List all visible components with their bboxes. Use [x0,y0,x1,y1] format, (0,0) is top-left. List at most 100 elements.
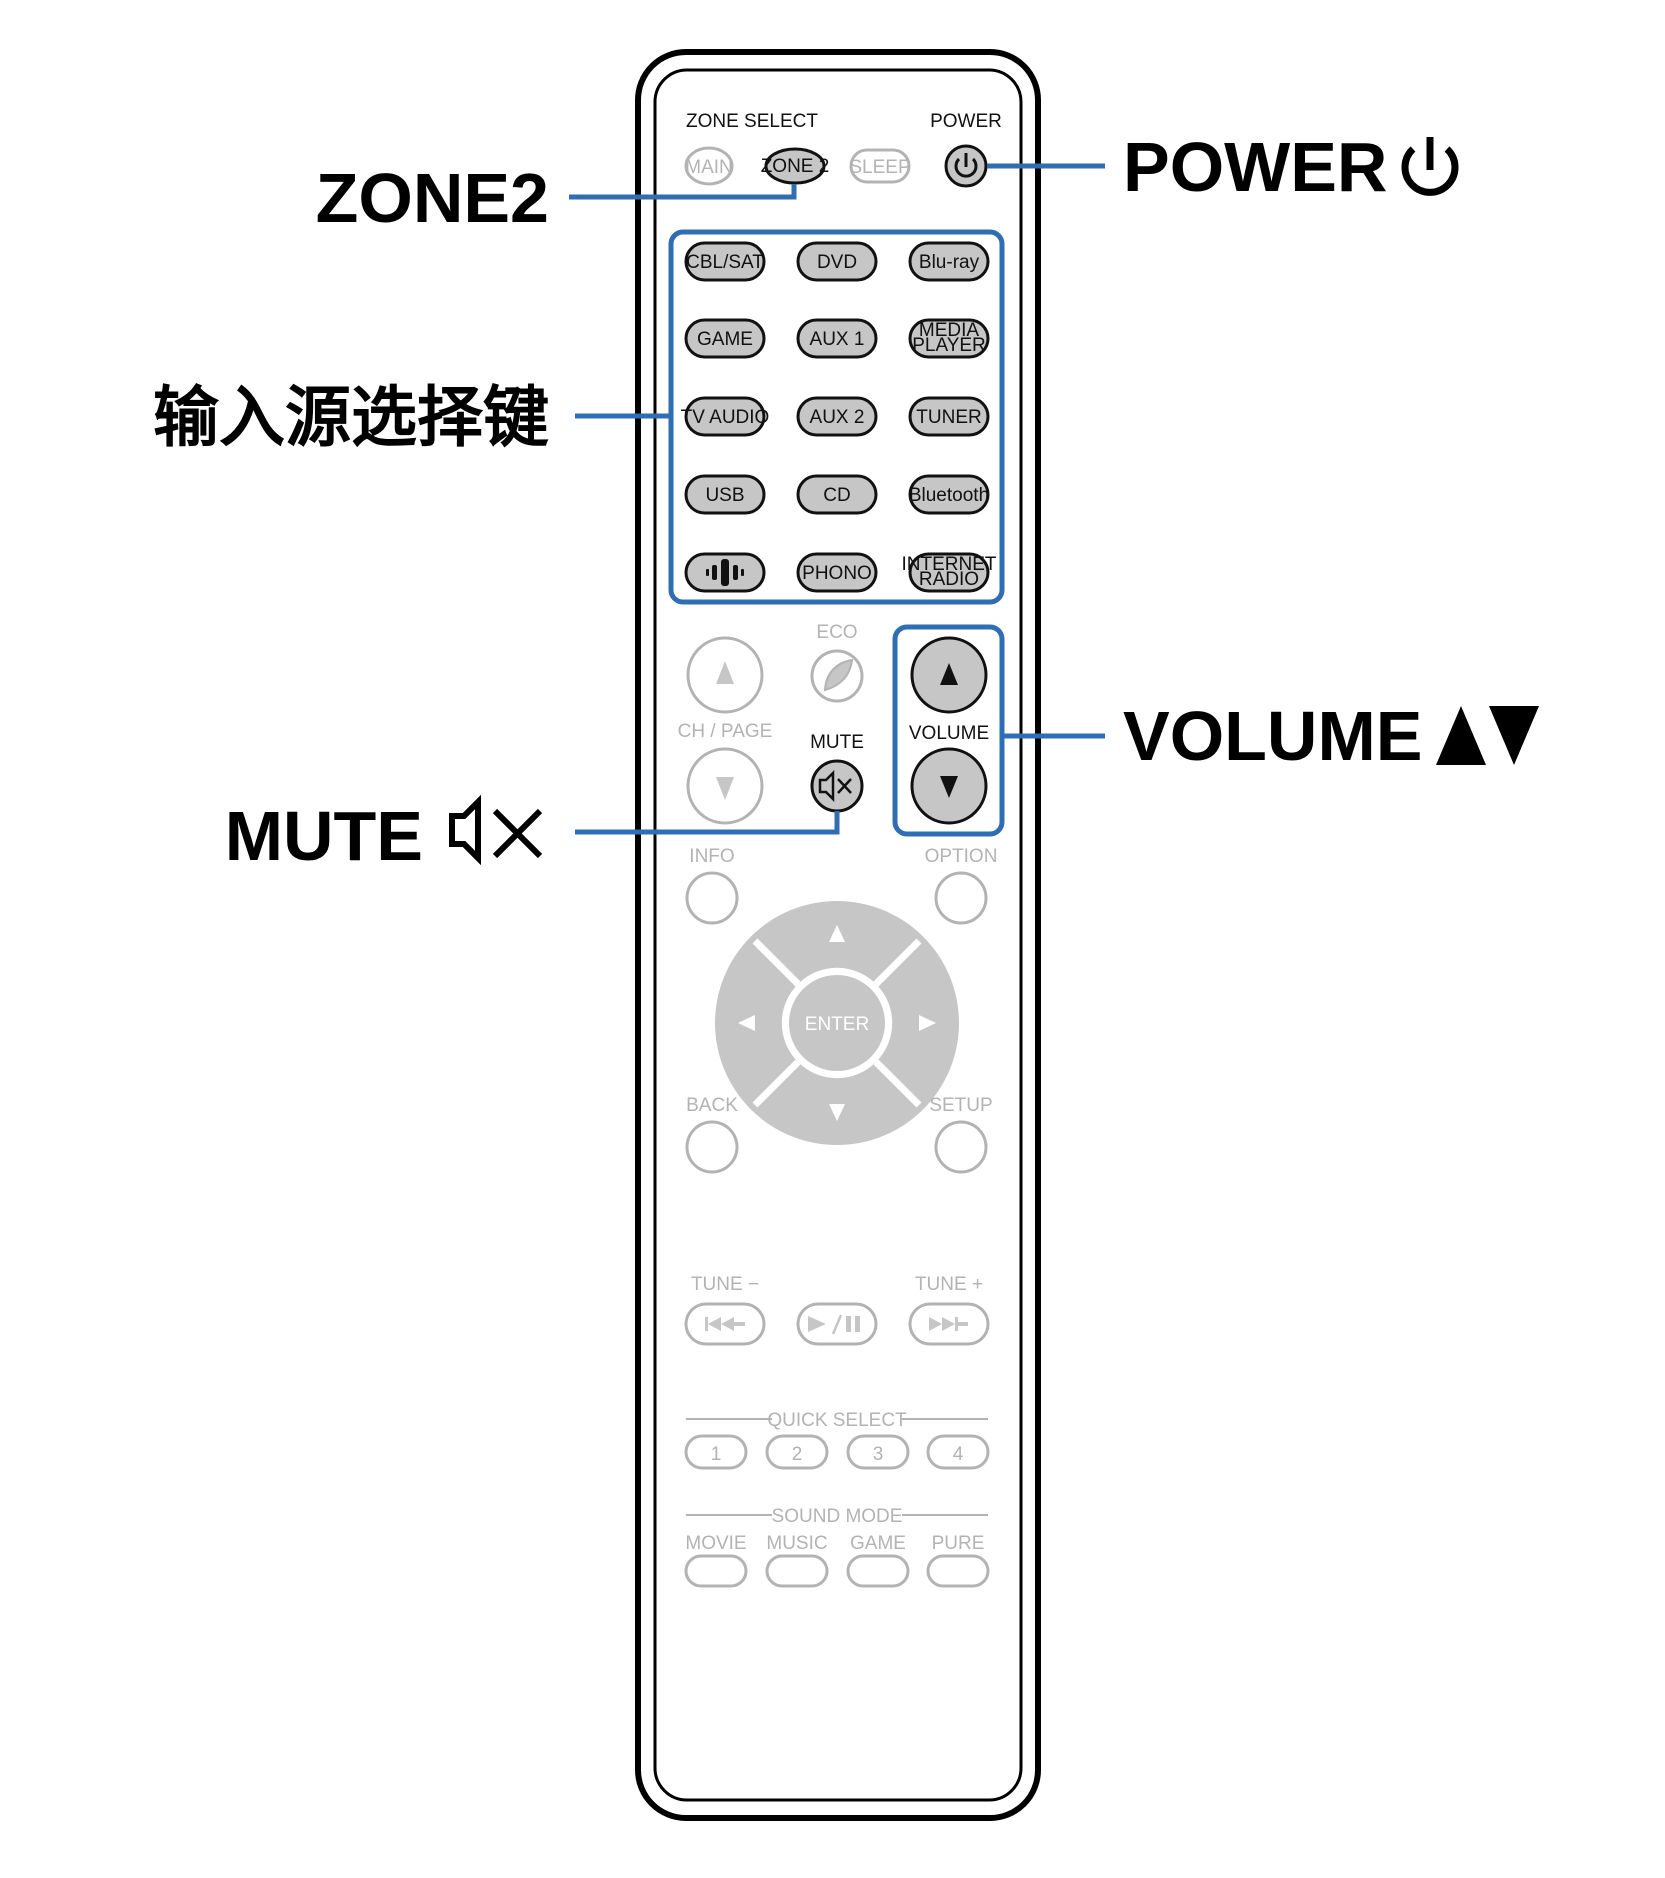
input-btn-tv-audio[interactable]: TV AUDIO [681,396,770,437]
sound-mode-movie-button[interactable] [684,1554,748,1588]
main-button[interactable]: MAIN [684,146,734,186]
quick-select-1-button[interactable]: 1 [684,1434,748,1470]
leader-lines [569,163,1105,835]
input-btn-label-line1: INTERNET [902,554,997,575]
volume-up-button[interactable] [910,636,988,714]
sound-mode-pure-label: PURE [932,1533,985,1554]
input-btn-label: TUNER [916,407,981,428]
sleep-button[interactable]: SLEEP [849,148,911,184]
power-callout: POWER [1123,128,1459,206]
quick-select-number: 3 [873,1444,884,1465]
quick-select-4-button[interactable]: 4 [926,1434,990,1470]
power-label: POWER [930,111,1002,132]
volume-up-arrow-icon [940,663,958,685]
sound-mode-pure-button[interactable] [926,1554,990,1588]
ch-page-down-button[interactable] [686,747,764,825]
leaf-icon [823,658,854,692]
quick-select-3-button[interactable]: 3 [846,1434,910,1470]
previous-button[interactable] [684,1302,766,1346]
volume-down-button[interactable] [910,747,988,825]
skip-forward-icon [929,1317,968,1331]
input-keys-callout: 输入源选择键 [153,380,549,454]
cursor-left-icon [738,1015,755,1031]
quick-select-number: 1 [711,1444,722,1465]
input-btn-internet-radio[interactable]: INTERNET RADIO [902,552,997,593]
enter-button[interactable]: ENTER [789,975,885,1071]
info-button[interactable] [685,871,739,925]
sound-mode-movie-label: MOVIE [685,1533,746,1554]
input-btn-label: AUX 1 [810,329,865,350]
zone-select-label: ZONE SELECT [686,111,818,132]
cursor-up-button[interactable] [755,907,919,984]
mute-callout-text: MUTE [225,797,423,875]
input-btn-label-line2: PLAYER [912,335,986,356]
input-btn-label: AUX 2 [810,407,865,428]
arrow-down-icon [716,777,734,800]
mute-leader [575,811,840,835]
input-btn-tuner[interactable]: TUNER [908,396,990,437]
sleep-button-label: SLEEP [849,157,910,178]
volume-highlight [892,624,1005,837]
input-btn-label-line2: RADIO [919,569,979,590]
power-icon [954,153,978,178]
input-btn-label: TV AUDIO [681,407,770,428]
remote-body-inner [653,68,1023,1802]
ch-page-label: CH / PAGE [678,721,773,742]
input-btn-label: Bluetooth [909,485,989,506]
input-btn-usb[interactable]: USB [684,474,766,515]
input-btn-aux1[interactable]: AUX 1 [796,318,878,359]
input-btn-media-player[interactable]: MEDIA PLAYER [908,318,990,359]
input-btn-heos[interactable] [684,552,766,593]
cursor-left-button[interactable] [721,941,798,1105]
power-button[interactable] [944,144,988,188]
input-btn-cbl-sat[interactable]: CBL/SAT [684,241,766,282]
cursor-down-icon [829,1104,845,1121]
back-label: BACK [686,1095,738,1116]
zone2-leader [569,184,797,200]
tune-plus-label: TUNE + [915,1274,983,1295]
cursor-down-button[interactable] [755,1062,919,1139]
quick-select-number: 2 [792,1444,803,1465]
zone2-button-label: ZONE 2 [761,156,830,177]
power-callout-text: POWER [1123,128,1387,206]
ch-page-up-button[interactable] [686,636,764,714]
sound-mode-label: SOUND MODE [772,1506,903,1527]
back-button[interactable] [685,1120,739,1174]
play-pause-button[interactable] [796,1302,878,1346]
quick-select-label: QUICK SELECT [767,1410,907,1431]
quick-select-2-button[interactable]: 2 [765,1434,829,1470]
input-btn-phono[interactable]: PHONO [796,552,878,593]
next-button[interactable] [908,1302,990,1346]
option-label: OPTION [925,846,998,867]
input-btn-game[interactable]: GAME [684,318,766,359]
zone2-button[interactable]: ZONE 2 [761,147,830,185]
input-btn-dvd[interactable]: DVD [796,241,878,282]
volume-up-arrow-icon [1436,706,1486,765]
mute-button[interactable] [810,759,864,813]
input-btn-label-line1: MEDIA [919,320,980,341]
mute-callout: MUTE [225,794,543,875]
sound-mode-music-label: MUSIC [766,1533,827,1554]
zone2-callout: ZONE2 [316,159,549,237]
play-pause-icon [808,1314,860,1335]
input-btn-bluetooth[interactable]: Bluetooth [908,474,990,515]
input-btn-aux2[interactable]: AUX 2 [796,396,878,437]
volume-label: VOLUME [909,723,989,744]
option-button[interactable] [934,871,988,925]
sound-mode-game-label: GAME [850,1533,906,1554]
volume-callout: VOLUME [1123,697,1539,775]
input-btn-label: GAME [697,329,753,350]
sound-mode-music-button[interactable] [765,1554,829,1588]
input-btn-bluray[interactable]: Blu-ray [908,241,990,282]
input-btn-label: CD [823,485,850,506]
input-btn-label: PHONO [802,563,872,584]
setup-button[interactable] [934,1120,988,1174]
sound-mode-game-button[interactable] [846,1554,910,1588]
volume-callout-text: VOLUME [1123,697,1422,775]
input-btn-cd[interactable]: CD [796,474,878,515]
info-label: INFO [689,846,734,867]
cursor-right-button[interactable] [876,941,953,1105]
mute-icon [818,769,852,803]
input-btn-label: USB [705,485,744,506]
eco-button[interactable] [810,649,864,703]
